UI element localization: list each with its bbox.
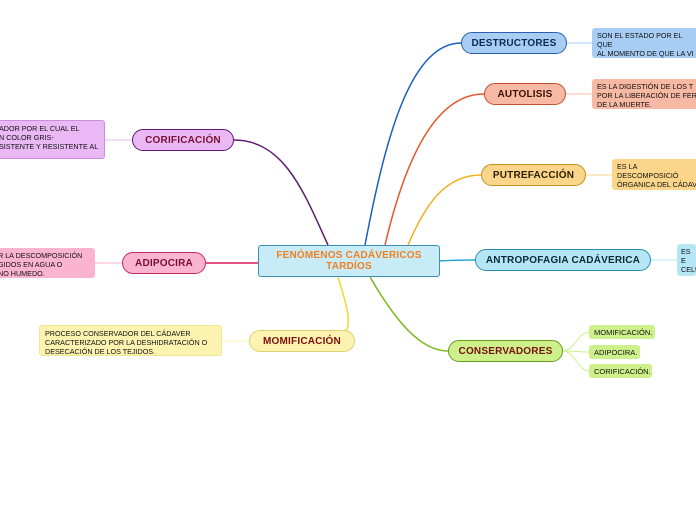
branch-momificacion-label: MOMIFICACIÓN [263, 335, 341, 347]
central-topic-label: FENÓMENOS CADÁVERICOS TARDÍOS [276, 250, 422, 272]
branch-corificacion-label: CORIFICACIÓN [145, 134, 221, 146]
link-corificacion [233, 139, 329, 246]
sub-item-adipocira[interactable]: ADIPOCIRA. [589, 345, 640, 359]
note-corificacion: ADOR POR EL CUAL EL N COLOR GRIS- SISTEN… [0, 120, 105, 159]
branch-antropofagia-label: ANTROPOFAGIA CADÁVERICA [485, 254, 641, 266]
note-adipocira: R LA DESCOMPOSICIÓN GIDOS EN AGUA O NO H… [0, 248, 95, 278]
branch-adipocira[interactable]: ADIPOCIRA [122, 252, 206, 274]
note-destructores: SON EL ESTADO POR EL QUE AL MOMENTO DE Q… [592, 28, 696, 58]
link-momificacion [337, 276, 350, 333]
branch-corificacion[interactable]: CORIFICACIÓN [132, 129, 234, 151]
branch-momificacion[interactable]: MOMIFICACIÓN [249, 330, 355, 352]
branch-conservadores[interactable]: CONSERVADORES [448, 340, 563, 362]
note-antropofagia: ES E CELU UN T [677, 244, 696, 276]
link-autolisis [384, 93, 485, 246]
branch-destructores[interactable]: DESTRUCTORES [461, 32, 567, 54]
link-antropofagia [438, 259, 476, 262]
branch-adipocira-label: ADIPOCIRA [135, 257, 193, 269]
branch-putrefaccion-label: PUTREFACCIÓN [492, 169, 575, 181]
branch-antropofagia[interactable]: ANTROPOFAGIA CADÁVERICA [475, 249, 651, 271]
link-sub-corificacion [561, 350, 590, 372]
link-destructores [364, 42, 462, 246]
link-sub-momificacion [561, 331, 590, 352]
note-autolisis: ES LA DIGESTIÓN DE LOS T POR LA LIBERACI… [592, 79, 696, 109]
link-putrefaccion [407, 174, 482, 246]
link-conservadores [369, 276, 449, 352]
note-putrefaccion: ES LA DESCOMPOSICIÓ ÓRGANICA DEL CÁDAV B… [612, 159, 696, 190]
branch-conservadores-label: CONSERVADORES [458, 345, 553, 357]
branch-putrefaccion[interactable]: PUTREFACCIÓN [481, 164, 586, 186]
sub-item-momificacion[interactable]: MOMIFICACIÓN. [589, 325, 655, 339]
central-topic[interactable]: FENÓMENOS CADÁVERICOS TARDÍOS [258, 245, 440, 277]
branch-autolisis[interactable]: AUTOLISIS [484, 83, 566, 105]
note-momificacion: PROCESO CONSERVADOR DEL CÁDAVER CARACTER… [39, 325, 222, 356]
sub-item-corificacion[interactable]: CORIFICACIÓN. [589, 364, 652, 378]
branch-autolisis-label: AUTOLISIS [497, 88, 553, 100]
branch-destructores-label: DESTRUCTORES [471, 37, 557, 49]
